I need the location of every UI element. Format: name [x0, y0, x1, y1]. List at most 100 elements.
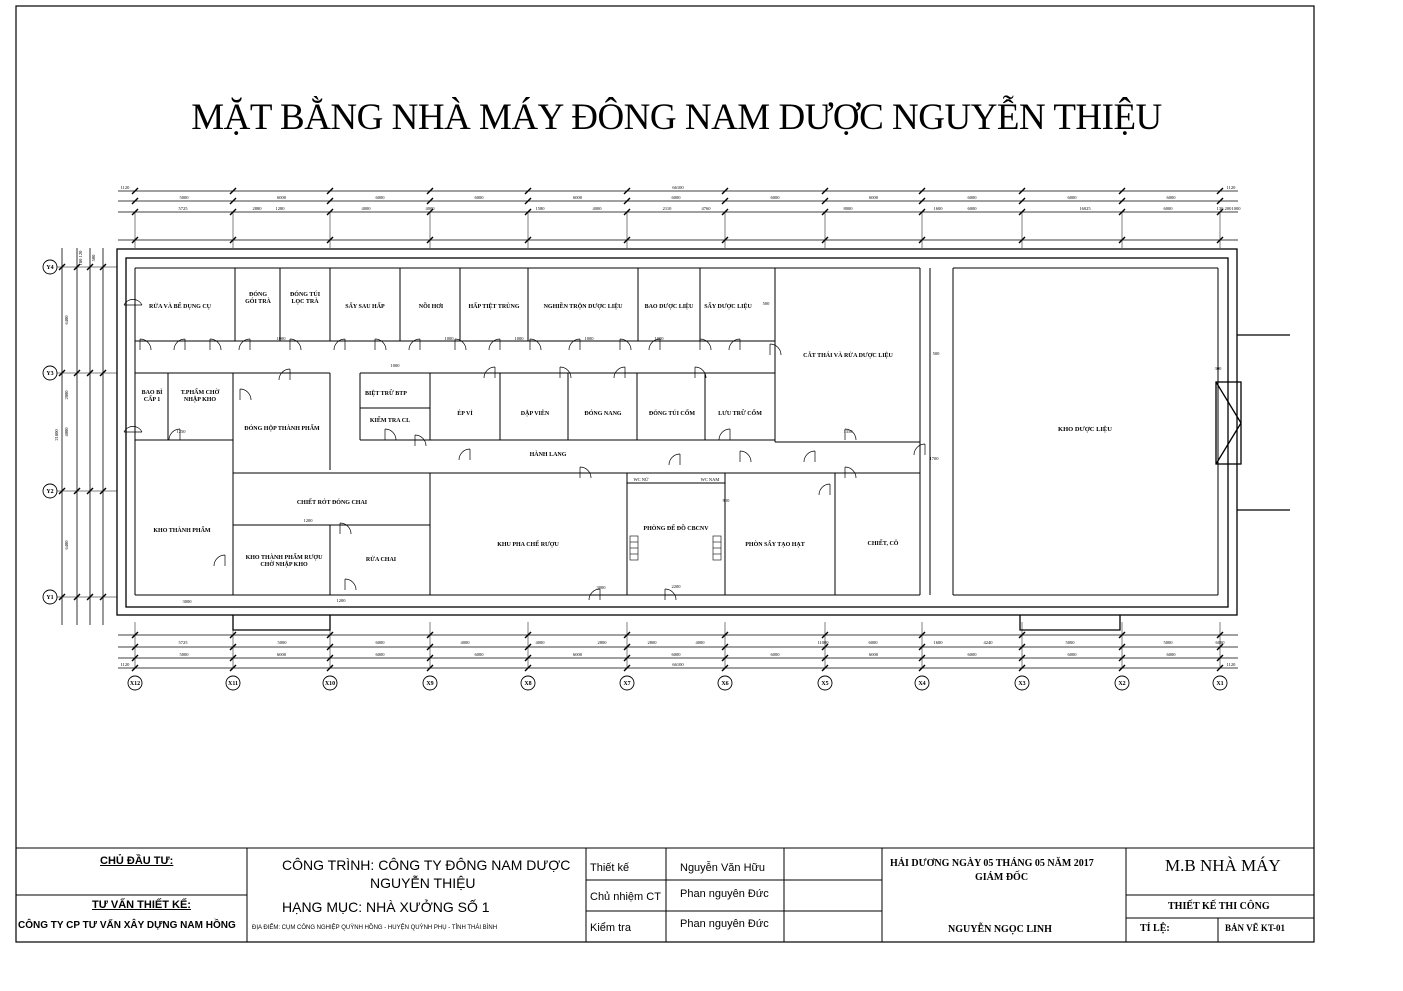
- axis-bubble-row: Y4: [42, 259, 117, 275]
- dim-text: 1000: [1232, 206, 1242, 211]
- chief-label: Chủ nhiệm CT: [590, 891, 661, 903]
- chief-name: Phan nguyên Đức: [680, 888, 769, 900]
- svg-text:X8: X8: [524, 681, 531, 687]
- axis-bubble-col: X6: [717, 675, 733, 691]
- room-label: CHIẾT RÓT ĐÓNG CHAI: [297, 498, 368, 506]
- dim-text: 6000: [672, 652, 682, 657]
- dim-text: 3000: [597, 585, 607, 590]
- dim-text: 1120: [1227, 185, 1237, 190]
- dim-text: 6000: [1216, 640, 1226, 645]
- room-label: PHÒN SẤY TẠO HẠT: [745, 540, 805, 548]
- project-line1: CÔNG TRÌNH: CÔNG TY ĐÔNG NAM DƯỢC: [282, 857, 571, 873]
- drawing-name: M.B NHÀ MÁY: [1165, 856, 1281, 875]
- dim-text: 6000: [475, 652, 485, 657]
- door: [913, 443, 926, 456]
- svg-text:Y1: Y1: [46, 595, 53, 601]
- door: [278, 368, 291, 381]
- owner-label: CHỦ ĐẦU TƯ:: [100, 855, 174, 867]
- axis-bubble-col: X5: [817, 675, 833, 691]
- door: [818, 483, 831, 496]
- dim-text: 1120: [121, 185, 131, 190]
- room-label: KHO THÀNH PHẨM: [153, 526, 211, 534]
- door: [123, 299, 143, 306]
- door: [483, 366, 496, 379]
- door: [844, 428, 857, 441]
- door: [664, 588, 677, 601]
- room-label: NỒI HƠI: [419, 302, 444, 310]
- door: [694, 366, 707, 379]
- dim-tick: [1216, 197, 1224, 205]
- dim-text: 6000: [771, 195, 781, 200]
- svg-text:X3: X3: [1018, 681, 1025, 687]
- axis-bubble-col: X9: [422, 675, 438, 691]
- dim-tick: [623, 187, 631, 195]
- room-label: HẤP TIỆT TRÙNG: [468, 302, 519, 310]
- scale-label: TỈ LỆ:: [1140, 923, 1170, 934]
- bottom-dimension-lines: [118, 634, 1238, 669]
- dim-text: 6400: [64, 315, 69, 325]
- door: [739, 450, 752, 463]
- dim-text: 8000: [844, 206, 854, 211]
- interior-walls: [134, 267, 1219, 596]
- dim-text: 6000: [1167, 195, 1177, 200]
- room-label: KIỂM TRA CL: [370, 416, 410, 424]
- dim-text: 1000: [585, 336, 595, 341]
- dim-text: 2200: [672, 584, 682, 589]
- dim-text: 1200: [337, 598, 347, 603]
- door: [718, 428, 731, 441]
- svg-text:Y3: Y3: [46, 371, 53, 377]
- axis-bubble-col: X12: [127, 675, 143, 691]
- dim-tick: [524, 187, 532, 195]
- axis-bubble-row: Y1: [42, 589, 117, 605]
- left-dimension-lines: [61, 248, 104, 625]
- director-name: NGUYỄN NGỌC LINH: [948, 924, 1052, 935]
- dim-text: 11000: [817, 640, 829, 645]
- dim-text: 4000: [696, 640, 706, 645]
- dim-text: 200: [1225, 206, 1233, 211]
- dim-tick: [918, 197, 926, 205]
- room-label: DẬP VIÊN: [521, 409, 550, 417]
- room-label: KHU PHA CHẾ RƯỢU: [497, 540, 559, 548]
- dim-text: 180: [78, 258, 83, 266]
- svg-text:X6: X6: [721, 681, 728, 687]
- room-label: RỬA CHAI: [366, 555, 397, 563]
- director-label: GIÁM ĐỐC: [975, 872, 1029, 883]
- axis-bubble-row: Y3: [42, 365, 117, 381]
- dim-tick: [524, 197, 532, 205]
- dim-text: 6000: [277, 652, 287, 657]
- project-item: HẠNG MỤC: NHÀ XƯỞNG SỐ 1: [282, 899, 490, 915]
- dim-text: 1250: [177, 429, 187, 434]
- dim-text: 900: [723, 498, 731, 503]
- dim-text: 6000: [771, 652, 781, 657]
- door: [529, 338, 542, 351]
- stage-label: THIẾT KẾ THI CÔNG: [1168, 901, 1270, 912]
- door: [209, 338, 222, 351]
- check-label: Kiểm tra: [590, 922, 631, 934]
- dim-text: 2110: [663, 206, 673, 211]
- door: [803, 450, 816, 463]
- axis-bubble-row: Y2: [42, 483, 117, 499]
- dim-text: 1120: [1227, 662, 1237, 667]
- dim-text: 3000: [183, 599, 193, 604]
- dim-text: 16025: [1079, 206, 1091, 211]
- dim-text: WC NỮ: [633, 477, 649, 482]
- dim-text: 1120: [121, 662, 131, 667]
- dim-tick: [131, 187, 139, 195]
- dim-text: 1350: [844, 429, 854, 434]
- door: [414, 434, 427, 447]
- dim-text: 4000: [426, 206, 436, 211]
- door-swings: [123, 299, 926, 601]
- door: [668, 453, 681, 466]
- room-label: BAO DƯỢC LIỆU: [645, 302, 694, 310]
- dim-tick: [1018, 187, 1026, 195]
- door: [648, 338, 661, 351]
- dim-text: 6000: [1068, 652, 1078, 657]
- door: [384, 428, 397, 441]
- date-line: HẢI DƯƠNG NGÀY 05 THÁNG 05 NĂM 2017: [890, 858, 1094, 869]
- dim-text: 5000: [278, 640, 288, 645]
- dim-tick: [623, 197, 631, 205]
- dim-tick: [1018, 197, 1026, 205]
- design-label: Thiết kế: [590, 862, 630, 874]
